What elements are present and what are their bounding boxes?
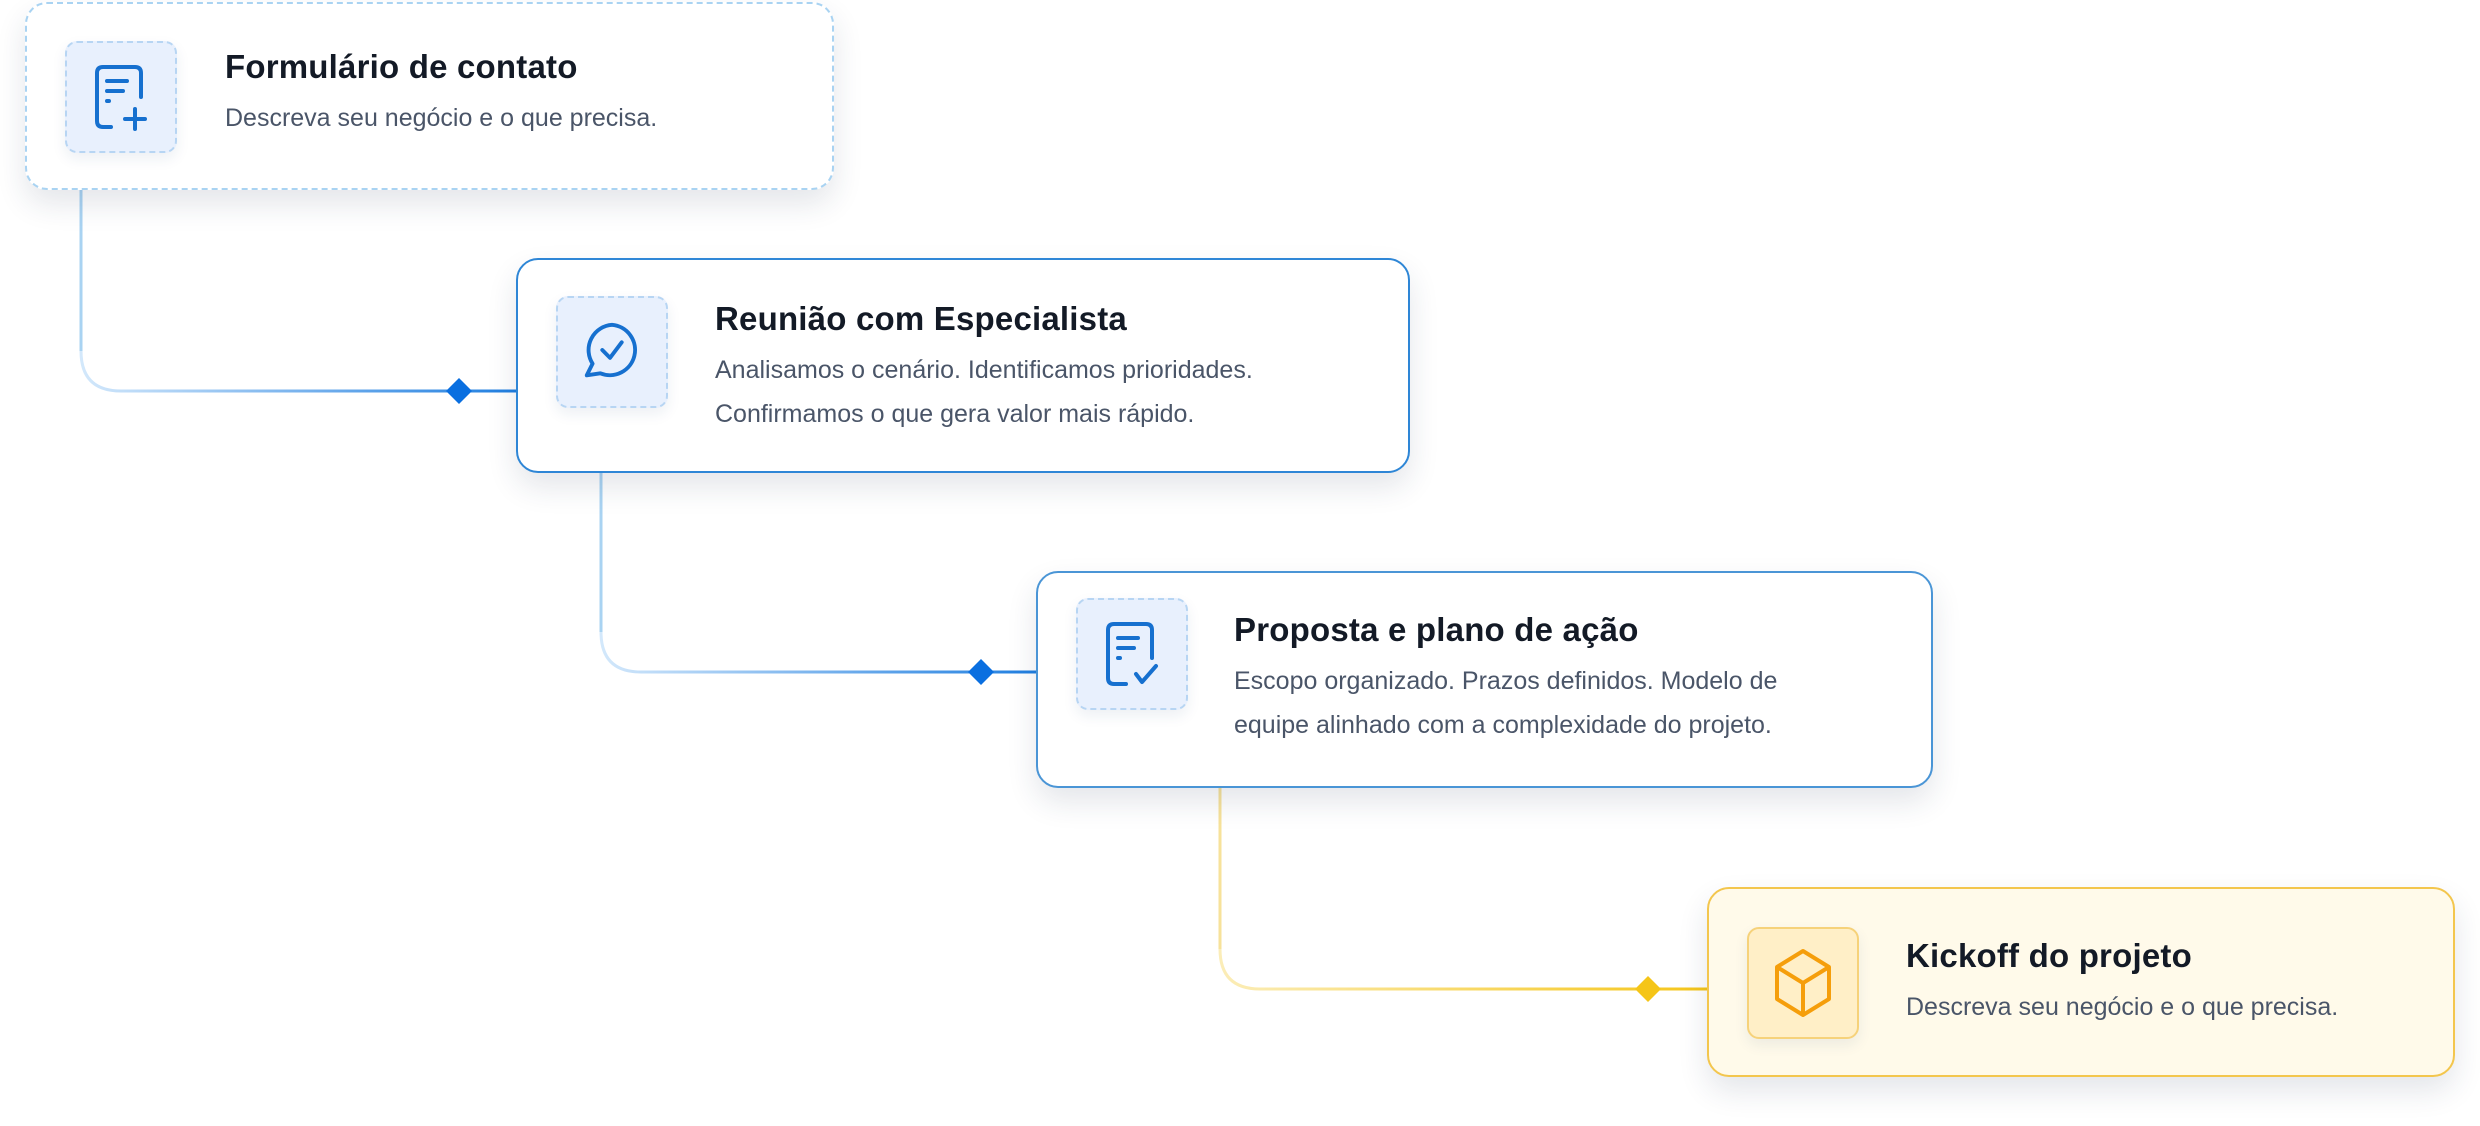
box-icon bbox=[1747, 927, 1859, 1039]
step-title: Proposta e plano de ação bbox=[1234, 611, 1639, 648]
description-line: Escopo organizado. Prazos definidos. Mod… bbox=[1234, 667, 1778, 695]
connector-1-2 bbox=[79, 190, 516, 404]
connector-3-4 bbox=[1218, 788, 1707, 1002]
step-description: Descreva seu negócio e o que precisa. bbox=[225, 104, 658, 132]
step-title: Formulário de contato bbox=[225, 48, 578, 85]
step-card-proposal: Proposta e plano de ação Escopo organiza… bbox=[1036, 571, 1933, 788]
step-description: Escopo organizado. Prazos definidos. Mod… bbox=[1234, 659, 1777, 747]
step-card-specialist-meeting: Reunião com Especialista Analisamos o ce… bbox=[516, 258, 1410, 473]
diamond-marker bbox=[446, 378, 472, 404]
description-line: Analisamos o cenário. Identificamos prio… bbox=[715, 356, 1253, 384]
step-description: Descreva seu negócio e o que precisa. bbox=[1906, 993, 2339, 1021]
description-line: equipe alinhado com a complexidade do pr… bbox=[1234, 711, 1772, 739]
chat-check-icon bbox=[556, 296, 668, 408]
diamond-marker bbox=[968, 659, 994, 685]
step-card-kickoff: Kickoff do projeto Descreva seu negócio … bbox=[1707, 887, 2455, 1077]
document-check-icon bbox=[1076, 598, 1188, 710]
description-line: Confirmamos o que gera valor mais rápido… bbox=[715, 400, 1195, 428]
connector-2-3 bbox=[599, 473, 1036, 685]
step-title: Kickoff do projeto bbox=[1906, 937, 2192, 974]
step-card-contact-form: Formulário de contato Descreva seu negóc… bbox=[25, 2, 834, 190]
step-title: Reunião com Especialista bbox=[715, 300, 1127, 337]
diamond-marker bbox=[1635, 976, 1661, 1002]
step-description: Analisamos o cenário. Identificamos prio… bbox=[715, 348, 1253, 436]
document-plus-icon bbox=[65, 41, 177, 153]
